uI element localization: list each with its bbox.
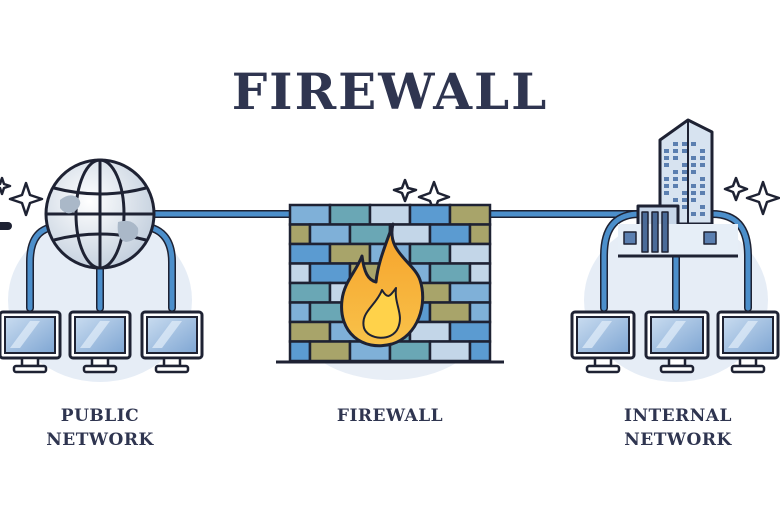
brick [468,223,492,246]
building-window [700,205,705,209]
brick [288,301,312,324]
public-network-label: PUBLIC NETWORK [20,404,180,452]
brick [288,262,312,285]
brick [308,262,352,285]
building-window [673,198,678,202]
building-window [691,163,696,167]
building-window [673,170,678,174]
building-window [673,149,678,153]
building-window [682,177,687,181]
building-window [691,212,696,216]
building-window [682,163,687,167]
building-window [664,177,669,181]
building-window [673,177,678,181]
brick [288,340,312,363]
building-window [664,163,669,167]
building-window [700,149,705,153]
internal-network-label-line1: INTERNAL [624,406,732,426]
building-window [673,156,678,160]
brick [308,340,352,363]
building-window [691,170,696,174]
brick [448,320,492,343]
brick [428,262,472,285]
building-window [682,142,687,146]
building-window [664,184,669,188]
computer-monitor-icon [716,310,780,374]
brick [408,203,452,226]
building-window [691,156,696,160]
internal-network-computers [570,310,780,374]
computer-monitor-icon [570,310,636,374]
computer-monitor-icon [140,310,204,374]
brick [288,223,312,246]
brick [428,301,472,324]
sparkle-icon [0,176,780,217]
brick [448,203,492,226]
flame-icon [340,222,425,348]
brick [468,301,492,324]
brick [368,203,412,226]
firewall-label-line1: FIREWALL [336,406,444,426]
building-window [691,142,696,146]
brick [428,223,472,246]
computer-monitor-icon [644,310,710,374]
building-window [682,205,687,209]
building-window [682,149,687,153]
public-network-label-line2: NETWORK [46,430,154,450]
computer-monitor-icon [0,310,62,374]
brick [288,242,332,265]
internal-network-label-line2: NETWORK [624,430,732,450]
building-window [700,156,705,160]
globe-icon [44,158,156,270]
page-title: FIREWALL [231,62,549,121]
building-window [700,191,705,195]
building-window [700,184,705,188]
brick [388,340,432,363]
brick [388,223,432,246]
computer-monitor-icon [68,310,132,374]
building-window [664,191,669,195]
brick [468,340,492,363]
building-window [700,212,705,216]
building-window [682,198,687,202]
brick [288,320,332,343]
internal-network-label: INTERNAL NETWORK [598,404,758,452]
building-window [664,149,669,153]
brick [408,242,452,265]
firewall-label: FIREWALL [300,404,480,428]
public-network-computers [0,310,204,374]
building-window [700,163,705,167]
building-window [700,177,705,181]
office-building-icon [618,118,738,258]
building-window [691,191,696,195]
public-network-label-line1: PUBLIC [60,406,140,426]
building-window [682,191,687,195]
brick [468,262,492,285]
brick [448,242,492,265]
building-window [673,142,678,146]
brick [328,203,372,226]
building-window [691,184,696,188]
building-window [673,184,678,188]
brick [428,340,472,363]
brick [308,223,352,246]
brick [288,281,332,304]
building-window [691,198,696,202]
brick [288,203,332,226]
brick [348,223,392,246]
building-window [682,170,687,174]
building-window [664,156,669,160]
brick [448,281,492,304]
